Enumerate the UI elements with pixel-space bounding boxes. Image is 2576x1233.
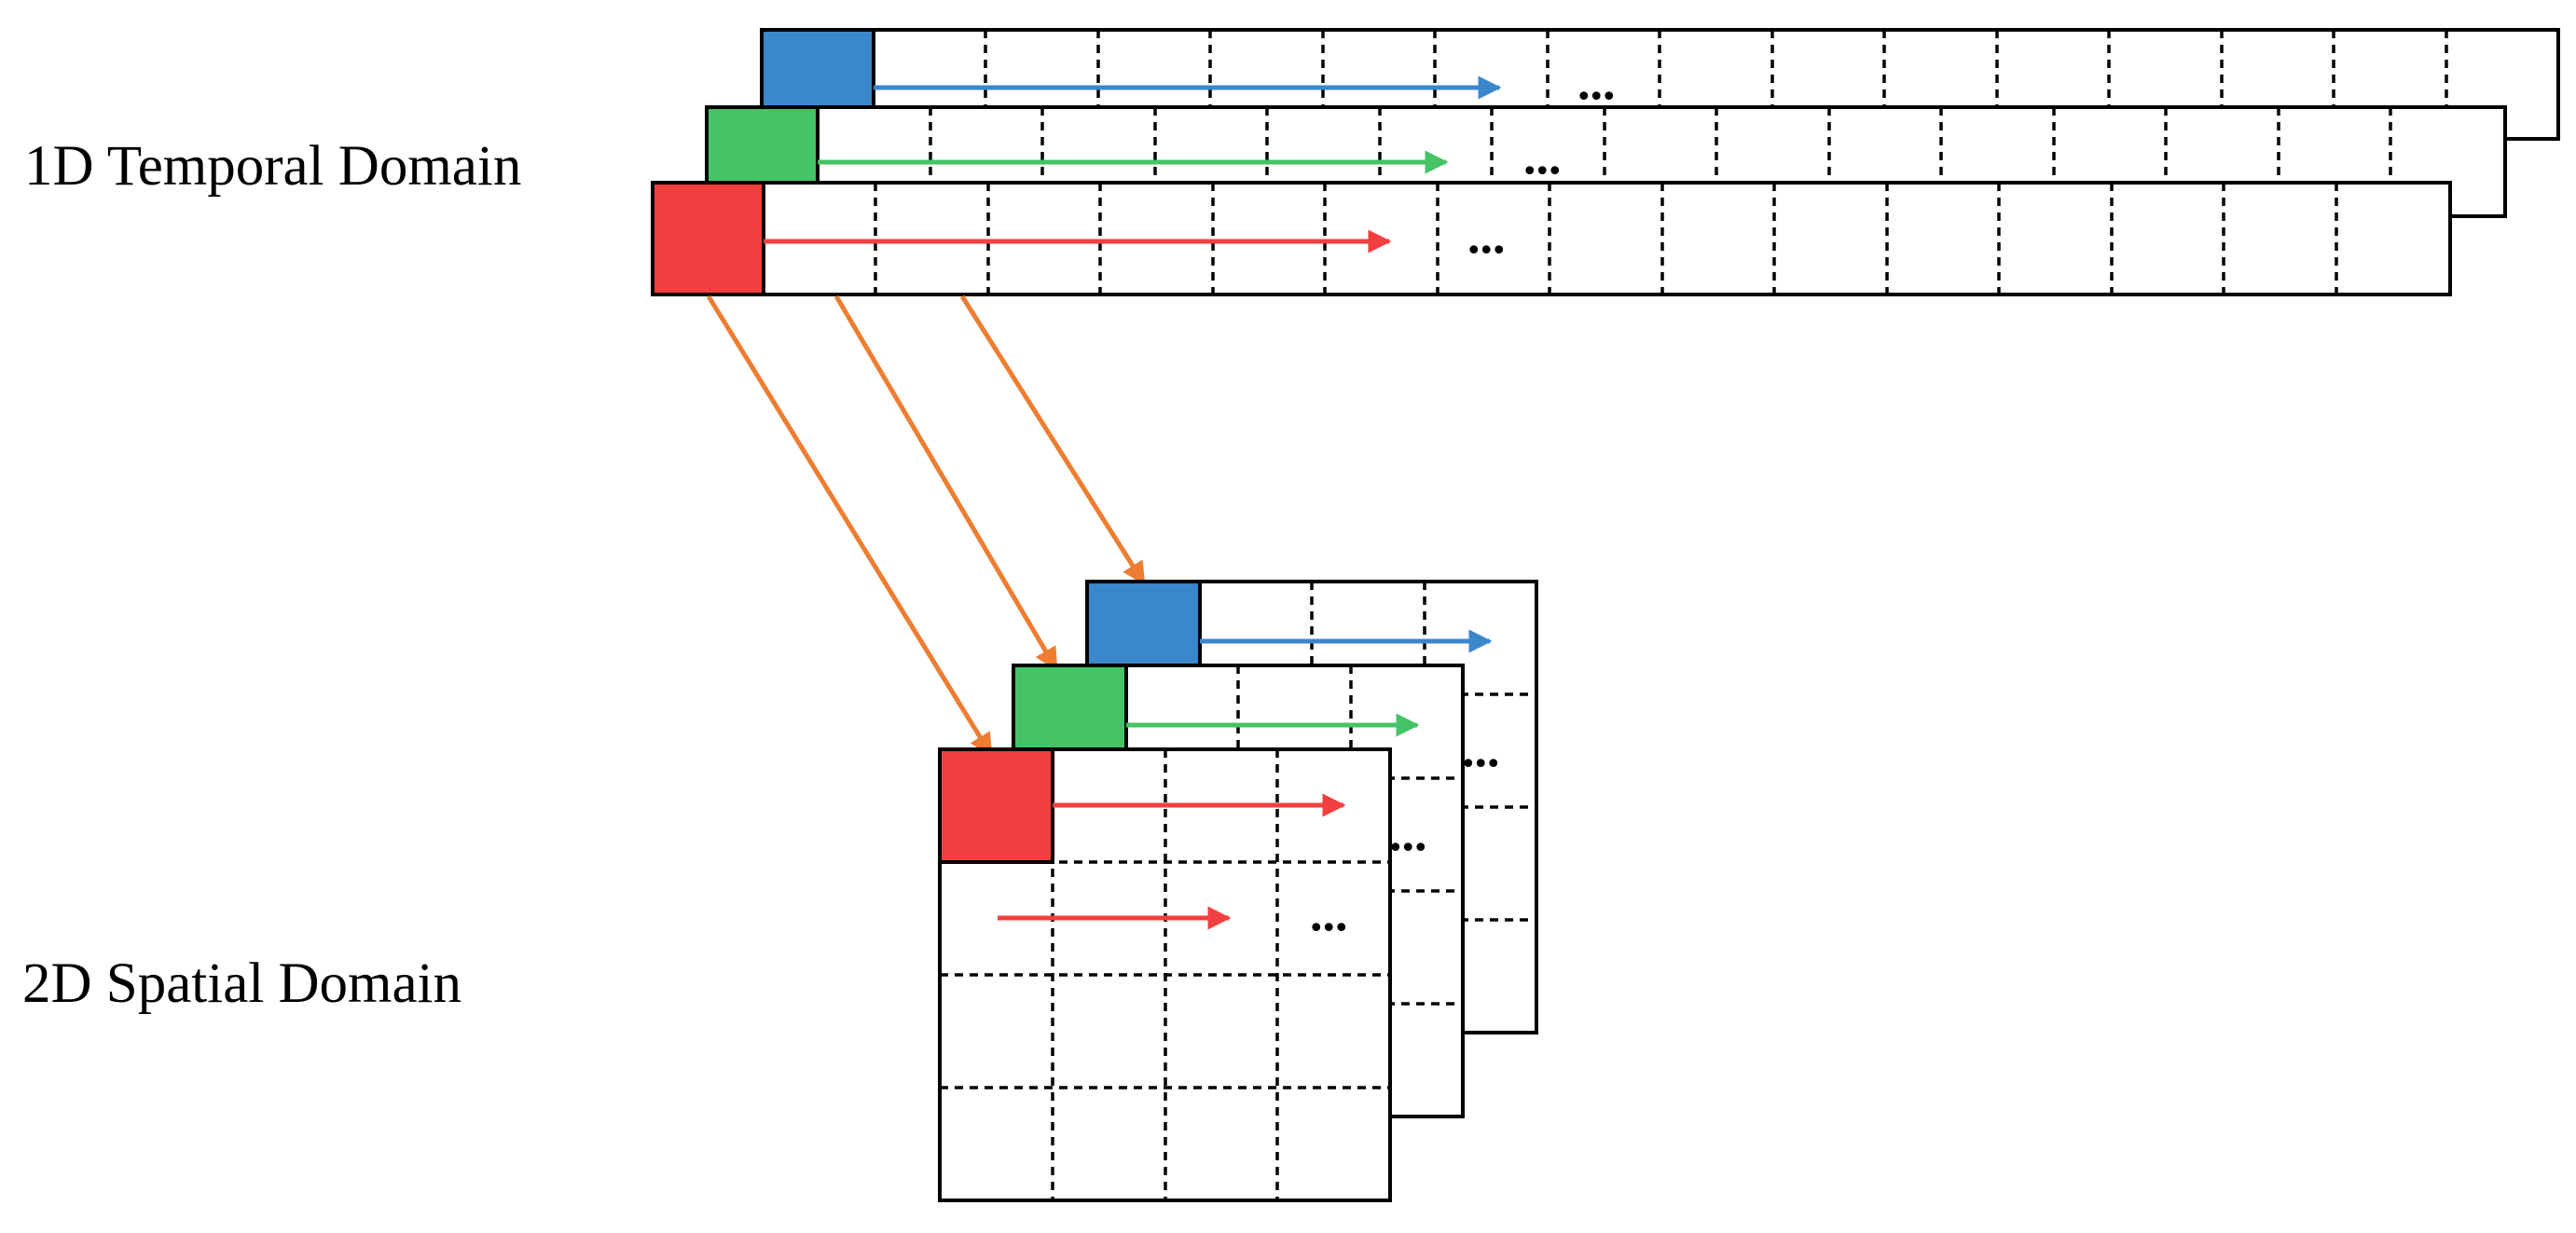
ellipsis-spatial-blue: ...: [1462, 721, 1500, 777]
spatial-start-cell-red: [938, 747, 1054, 864]
ellipsis-spatial-green: ...: [1389, 805, 1427, 861]
spatial-grid-red: ...: [938, 747, 1392, 1202]
ellipsis-temporal-red: ...: [1467, 208, 1506, 264]
ellipsis-temporal-blue: ...: [1577, 54, 1616, 110]
mapping-arrows: [706, 295, 1147, 758]
arrow-diagonal-icon: [706, 295, 994, 758]
arrow-diagonal-icon: [833, 295, 1059, 672]
ellipsis-temporal-green: ...: [1523, 129, 1562, 185]
ellipsis-spatial-red: ...: [1310, 885, 1348, 941]
temporal-domain-label: 1D Temporal Domain: [24, 135, 521, 198]
arrow-diagonal-icon: [959, 295, 1147, 586]
temporal-start-cell-red: [651, 181, 765, 296]
spatial-domain-label: 2D Spatial Domain: [22, 952, 461, 1015]
temporal-strip-red: ...: [651, 181, 2452, 296]
